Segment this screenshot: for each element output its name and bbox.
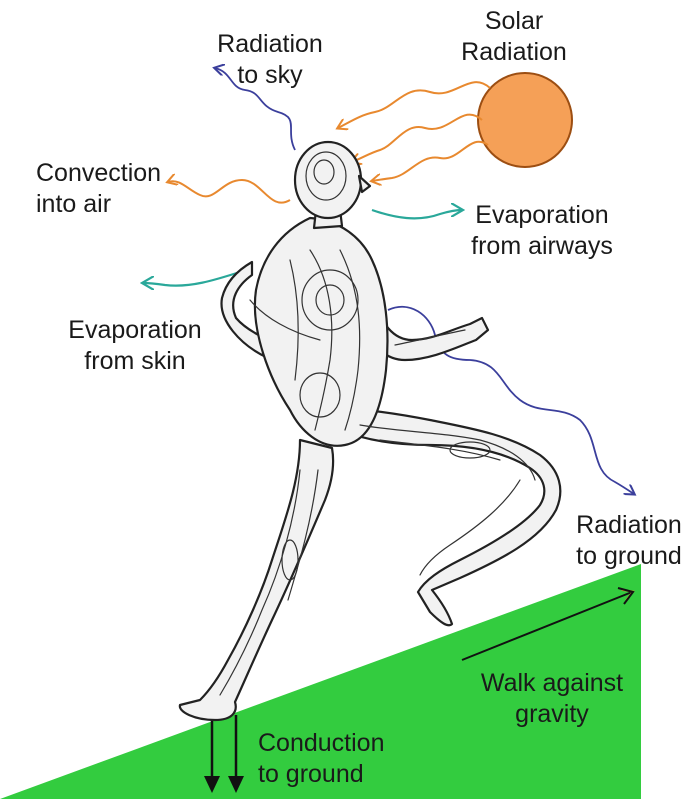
solar-radiation-arrow	[372, 142, 488, 181]
convection-into-air-label: Convection into air	[36, 158, 196, 220]
radiation-to-sky-label: Radiation to sky	[200, 29, 340, 91]
evaporation-skin-arrow	[143, 272, 240, 286]
evaporation-from-airways-label: Evaporation from airways	[452, 200, 632, 262]
solar-radiation-arrow	[352, 115, 482, 162]
evaporation-airways-arrow	[372, 210, 462, 218]
walk-against-gravity-label: Walk against gravity	[460, 668, 644, 730]
evaporation-from-skin-label: Evaporation from skin	[50, 315, 220, 377]
solar-radiation-label: Solar Radiation	[452, 6, 576, 68]
radiation-to-ground-arrow	[388, 307, 634, 494]
sun-icon	[478, 73, 572, 167]
solar-radiation-arrow	[338, 82, 490, 128]
radiation-to-ground-label: Radiation to ground	[562, 510, 696, 572]
conduction-to-ground-label: Conduction to ground	[258, 728, 418, 790]
